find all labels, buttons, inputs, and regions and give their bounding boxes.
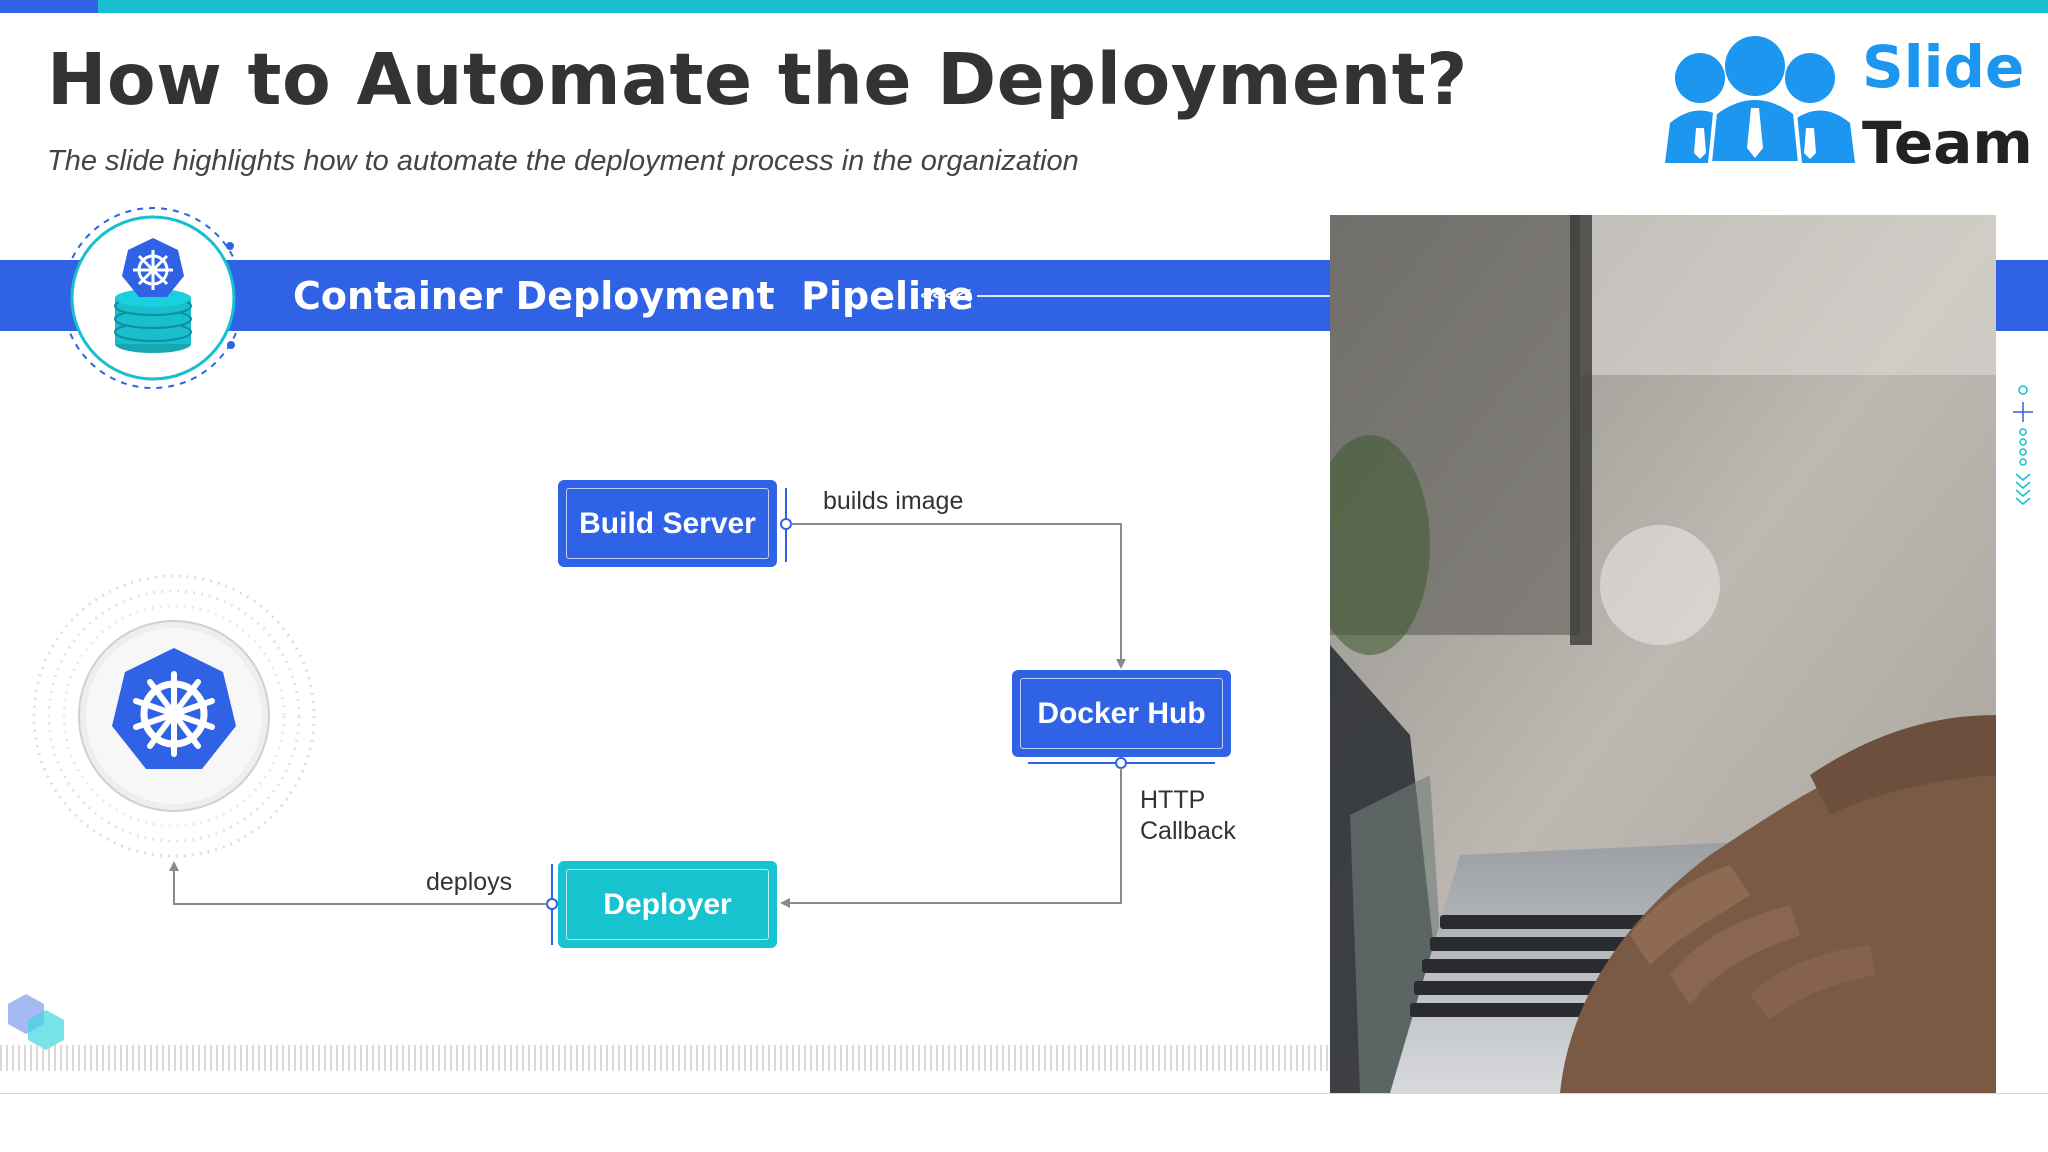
node-docker-hub-label: Docker Hub [1037, 696, 1206, 730]
decorative-hexagons [8, 994, 64, 1050]
top-accent-bar [0, 0, 2048, 13]
slideteam-people-icon [1665, 36, 1855, 165]
logo-text-team: Team [1862, 109, 2033, 177]
edge-label-http: HTTP [1140, 786, 1206, 814]
banner-badge [62, 207, 244, 389]
top-accent-bar-left [0, 0, 98, 13]
kubernetes-small-icon [122, 238, 184, 297]
edge-builds-image [780, 488, 1126, 669]
node-deployer-label: Deployer [603, 887, 732, 921]
kubernetes-icon-halo [32, 574, 316, 858]
laptop-typing-photo [1330, 215, 1996, 1093]
edge-http-callback [780, 757, 1215, 908]
edge-label-callback: Callback [1140, 817, 1236, 845]
section-banner-right [1996, 260, 2048, 331]
node-docker-hub: Docker Hub [1012, 670, 1231, 757]
edge-label-deploys: deploys [426, 868, 513, 896]
decorative-baseline [0, 1045, 1330, 1071]
bottom-rule [0, 1093, 2048, 1094]
node-build-server: Build Server [558, 480, 777, 567]
slideteam-logo: Slide Team [1660, 28, 2033, 172]
side-decoration [2013, 385, 2033, 505]
kubernetes-icon [112, 648, 236, 769]
page-subtitle: The slide highlights how to automate the… [47, 145, 1079, 177]
banner-line [977, 295, 1332, 297]
banner-arrows: <<<< [920, 280, 972, 310]
edge-label-builds-image: builds image [823, 487, 964, 515]
node-deployer: Deployer [558, 861, 777, 948]
node-build-server-label: Build Server [579, 506, 756, 540]
edge-deploys [169, 861, 558, 945]
logo-text-slide: Slide [1862, 33, 2025, 101]
diagram-connectors [169, 488, 1215, 945]
page-title: How to Automate the Deployment? [47, 38, 1468, 121]
banner-title: Container Deployment Pipeline [293, 274, 974, 318]
